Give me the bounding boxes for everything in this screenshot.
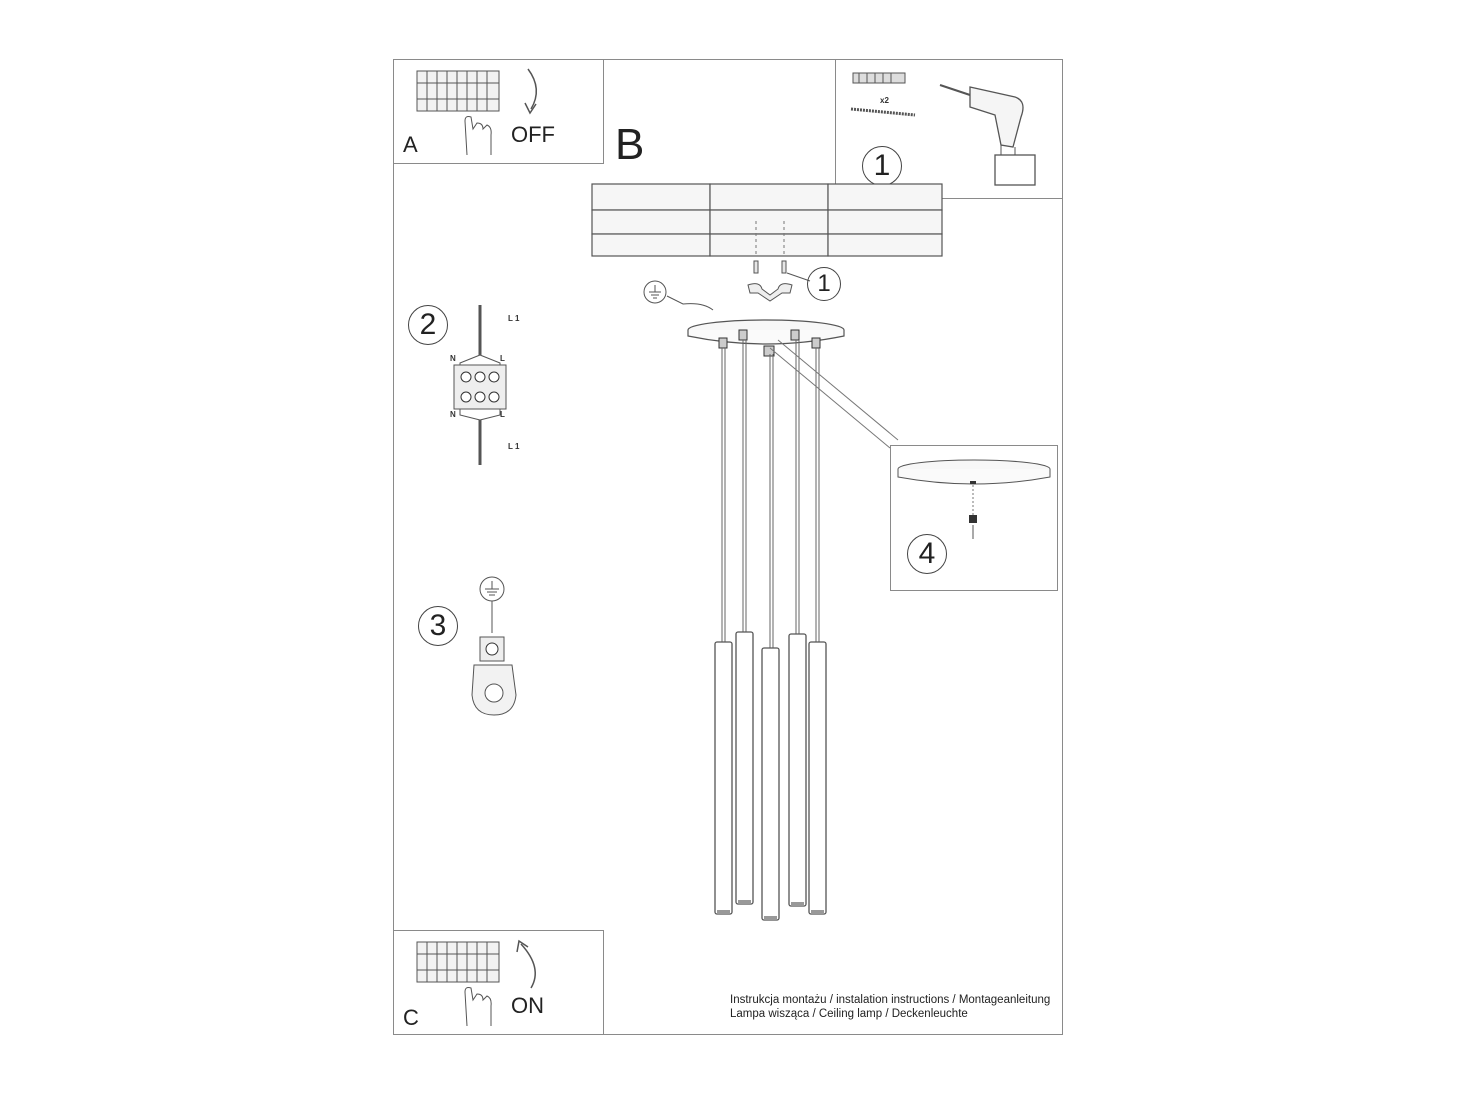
- step-3-badge: 3: [418, 606, 458, 646]
- fuse-box-off-icon: [416, 68, 537, 156]
- drill-icon: [939, 84, 1036, 186]
- canopy: [687, 319, 845, 357]
- step-1-badge: 1: [862, 146, 902, 186]
- step-1-bracket-badge: 1: [807, 267, 841, 301]
- step-2-badge: 2: [408, 305, 448, 345]
- ground-symbol-icon: [643, 280, 714, 311]
- ceiling-panel: [591, 183, 943, 257]
- fuse-box-on-icon: [416, 939, 536, 1027]
- l-bottom-label: L: [500, 410, 505, 419]
- pendant-tubes: [714, 340, 827, 921]
- l1-top-label: L 1: [508, 314, 520, 323]
- wall-plug-icon: x2: [850, 72, 916, 117]
- canopy-detail: [897, 459, 1051, 539]
- panel-c-letter: C: [403, 1005, 419, 1030]
- terminal-block-diagram: L 1 N L N L L 1: [450, 305, 520, 465]
- l-top-label: L: [500, 354, 505, 363]
- mounting-bracket: [747, 260, 811, 302]
- footer-title: Instrukcja montażu / instalation instruc…: [730, 994, 1051, 1006]
- qty-label: x2: [880, 96, 889, 105]
- panel-a-letter: A: [403, 132, 418, 157]
- earth-terminal-diagram: [471, 576, 517, 716]
- instruction-sheet: [393, 59, 1063, 1035]
- detail-leader-line: [769, 339, 899, 449]
- off-label: OFF: [511, 122, 555, 147]
- n-bottom-label: N: [450, 410, 456, 419]
- l1-bottom-label: L 1: [508, 442, 520, 451]
- step-4-badge: 4: [907, 534, 947, 574]
- footer-subtitle: Lampa wisząca / Ceiling lamp / Deckenleu…: [730, 1008, 968, 1020]
- on-label: ON: [511, 993, 544, 1018]
- panel-b-letter: B: [615, 120, 645, 169]
- n-top-label: N: [450, 354, 456, 363]
